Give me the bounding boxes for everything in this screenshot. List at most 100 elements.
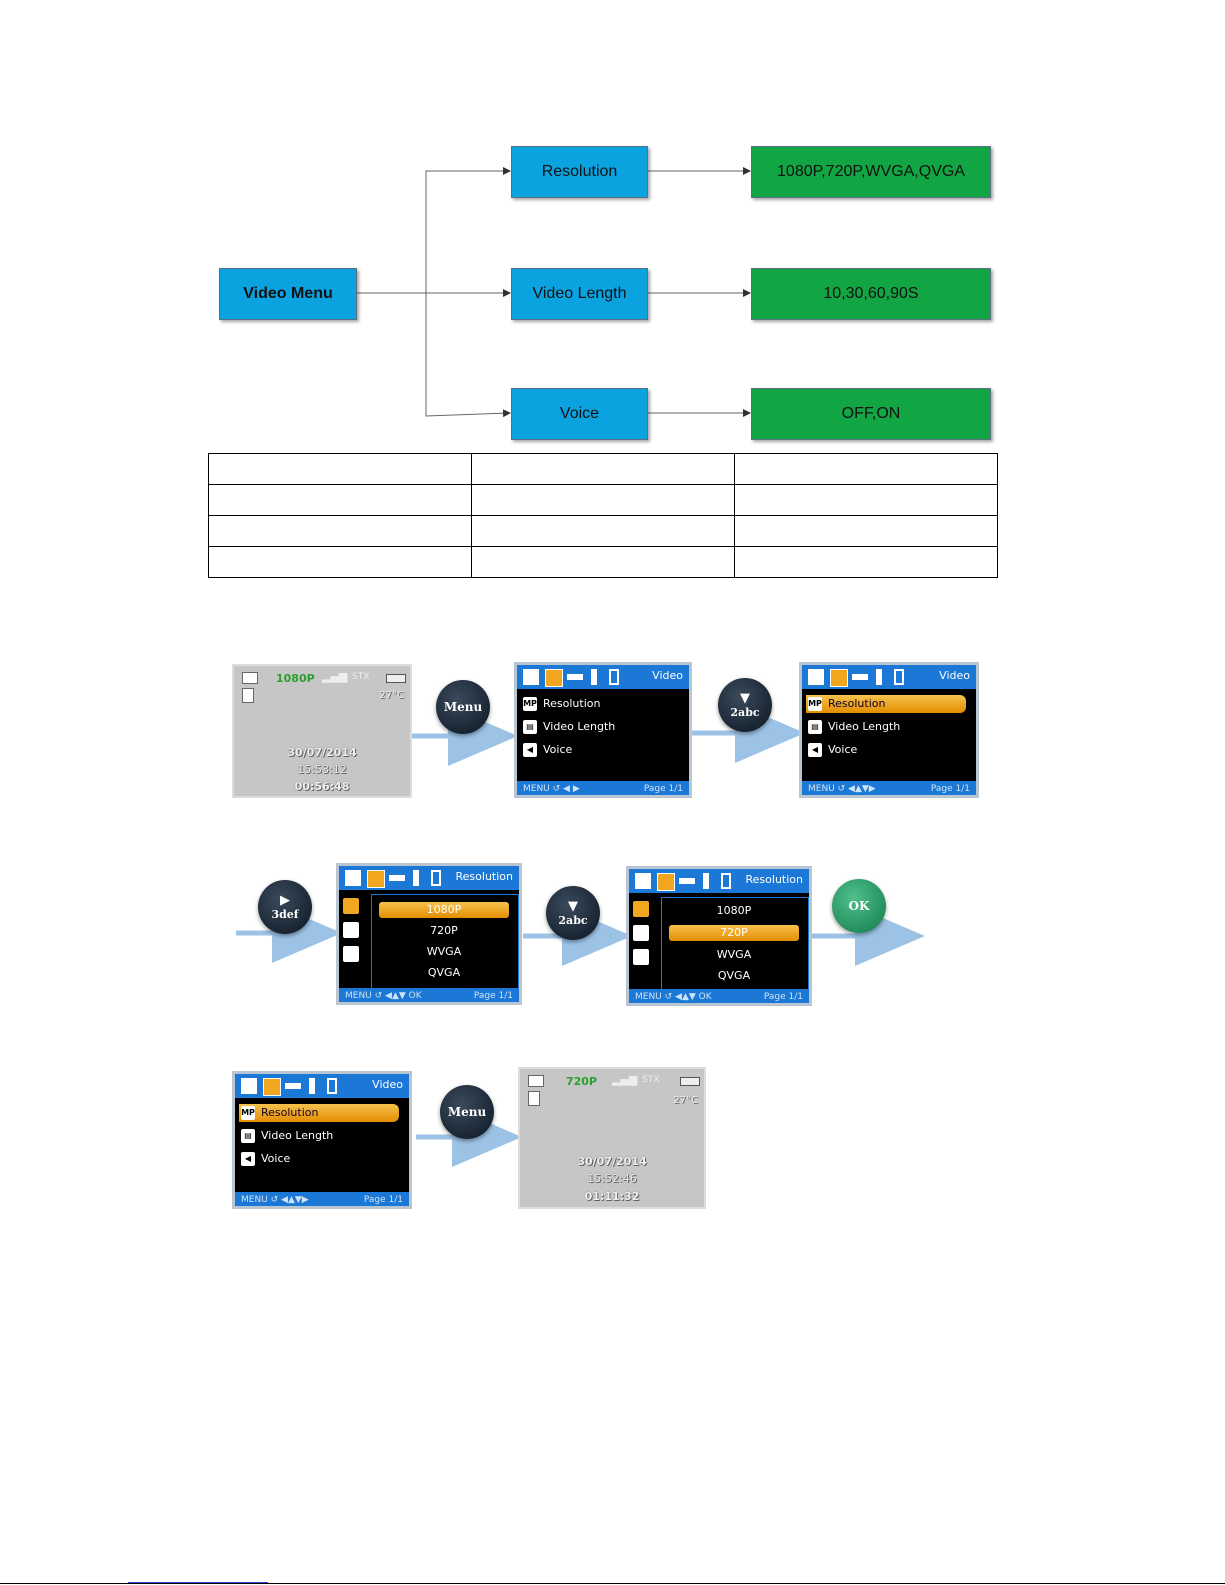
camera-icon <box>241 1078 257 1094</box>
voice-node: Voice <box>511 388 648 440</box>
temperature-label: 27°C <box>379 690 404 701</box>
resolution-options-node: 1080P,720P,WVGA,QVGA <box>751 146 991 198</box>
video-tab-icon <box>545 669 563 687</box>
menu-title: Video <box>372 1078 403 1091</box>
phone-icon <box>876 669 882 685</box>
menu-topbar: Video <box>517 665 689 689</box>
menu-item-voice[interactable]: ◀Voice <box>806 741 966 759</box>
option-1080p[interactable]: 1080P <box>379 902 509 918</box>
menu-button[interactable]: Menu <box>440 1085 494 1139</box>
resolution-label: 720P <box>566 1075 598 1088</box>
footer-link-underline[interactable] <box>128 1582 268 1583</box>
battery-icon <box>386 674 406 683</box>
nav-hint: MENU ↺ ◀▲▼▶ <box>241 1195 309 1205</box>
option-wvga[interactable]: WVGA <box>716 948 752 961</box>
mp-icon: MP <box>241 1106 255 1120</box>
date-label: 30/07/2014 <box>577 1155 647 1168</box>
menu-topbar: Video <box>802 665 976 689</box>
signal-icon: ▂▄▆ <box>612 1073 638 1086</box>
page-indicator: Page 1/1 <box>930 784 970 794</box>
nav-hint: MENU ↺ ◀▲▼▶ <box>808 784 876 794</box>
option-1080p[interactable]: 1080P <box>716 904 752 917</box>
menu-item-video-length[interactable]: ▤Video Length <box>521 718 679 736</box>
video-camera-icon <box>528 1075 544 1087</box>
speaker-icon: ◀ <box>241 1152 255 1166</box>
down-arrow-icon: ▼ <box>568 899 578 914</box>
live-view-screen-final: 720P ▂▄▆ STX 27°C 30/07/2014 15:52:46 01… <box>518 1067 706 1209</box>
phone-icon <box>413 870 419 886</box>
mp-icon <box>633 901 649 917</box>
down-button[interactable]: ▼ 2abc <box>718 678 772 732</box>
menu-item-video-length[interactable]: ▤Video Length <box>806 718 966 736</box>
menu-title: Resolution <box>745 873 803 886</box>
video-menu-node: Video Menu <box>219 268 357 320</box>
menu-button[interactable]: Menu <box>436 680 490 734</box>
time-label: 15:52:46 <box>587 1172 637 1185</box>
menu-item-voice[interactable]: ◀Voice <box>521 741 679 759</box>
menu-button-label: Menu <box>443 700 483 714</box>
down-key-label: 2abc <box>730 706 760 719</box>
clapper-icon: ▤ <box>523 720 537 734</box>
menu-item-video-length[interactable]: ▤Video Length <box>239 1127 399 1145</box>
option-qvga[interactable]: QVGA <box>427 966 461 979</box>
right-button[interactable]: ▶ 3def <box>258 880 312 934</box>
resolution-node: Resolution <box>511 146 648 198</box>
menu-topbar: Video <box>235 1074 409 1098</box>
video-tab-icon <box>367 870 385 888</box>
sd-label: STX <box>352 672 370 682</box>
clapper-icon: ▤ <box>808 720 822 734</box>
option-720p[interactable]: 720P <box>430 924 458 937</box>
footer-rule <box>0 1583 1225 1584</box>
menu-bottombar: MENU ↺ ◀▲▼ OK Page 1/1 <box>339 988 519 1002</box>
menu-title: Video <box>939 669 970 682</box>
down-button[interactable]: ▼ 2abc <box>546 886 600 940</box>
wrench-icon <box>285 1083 301 1089</box>
page-indicator: Page 1/1 <box>363 1195 403 1205</box>
camera-icon <box>523 669 539 685</box>
speaker-icon: ◀ <box>523 743 537 757</box>
down-key-label: 2abc <box>558 914 588 927</box>
temperature-label: 27°C <box>673 1095 698 1106</box>
signal-icon: ▂▄▆ <box>322 670 348 683</box>
camera-icon <box>635 873 651 889</box>
menu-topbar: Resolution <box>339 866 519 890</box>
wrench-icon <box>679 878 695 884</box>
counter-label: 01:11:32 <box>584 1190 640 1203</box>
voice-options-node: OFF,ON <box>751 388 991 440</box>
date-label: 30/07/2014 <box>287 746 357 759</box>
mp-icon <box>343 898 359 914</box>
table-row <box>208 484 998 516</box>
sd-card-icon <box>242 688 254 703</box>
video-tab-icon <box>263 1078 281 1096</box>
table-row <box>208 546 998 578</box>
menu-bottombar: MENU ↺ ◀▲▼▶ Page 1/1 <box>235 1192 409 1206</box>
option-qvga[interactable]: QVGA <box>717 969 751 982</box>
phone-icon <box>309 1078 315 1094</box>
right-key-label: 3def <box>271 908 299 921</box>
mp-icon: MP <box>523 697 537 711</box>
menu-item-voice[interactable]: ◀Voice <box>239 1150 399 1168</box>
menu-bottombar: MENU ↺ ◀▲▼▶ Page 1/1 <box>802 781 976 795</box>
info-icon <box>431 870 441 886</box>
battery-icon <box>680 1077 700 1086</box>
option-720p[interactable]: 720P <box>669 925 799 941</box>
menu-topbar: Resolution <box>629 869 809 893</box>
option-wvga[interactable]: WVGA <box>426 945 462 958</box>
resolution-screen-720p: Resolution 1080P 720P WVGA QVGA MENU ↺ ◀… <box>626 866 812 1006</box>
ok-button[interactable]: OK <box>832 879 886 933</box>
clapper-icon: ▤ <box>241 1129 255 1143</box>
nav-hint: MENU ↺ ◀▲▼ OK <box>345 991 422 1001</box>
video-length-options-node: 10,30,60,90S <box>751 268 991 320</box>
live-view-screen: 1080P ▂▄▆ STX 27°C 30/07/2014 15:53:12 0… <box>232 664 412 798</box>
time-label: 15:53:12 <box>297 763 347 776</box>
table-row <box>208 453 998 485</box>
menu-title: Resolution <box>455 870 513 883</box>
info-icon <box>721 873 731 889</box>
phone-icon <box>703 873 709 889</box>
menu-bottombar: MENU ↺ ◀▲▼ OK Page 1/1 <box>629 989 809 1003</box>
